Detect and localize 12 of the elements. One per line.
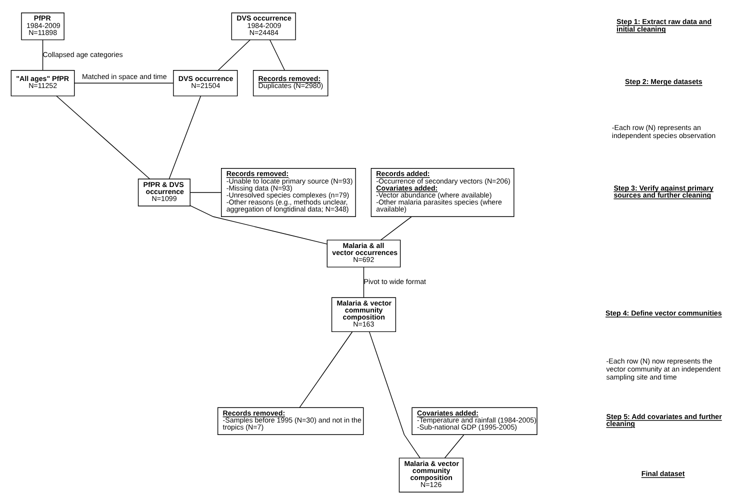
connector: [444, 434, 464, 458]
connector: [368, 330, 420, 458]
connector: [42, 39, 44, 70]
connector: [380, 216, 412, 240]
connector: [218, 39, 250, 70]
connector: [168, 95, 202, 179]
connector: [190, 204, 328, 244]
connector: [56, 95, 150, 179]
connector: [299, 330, 353, 408]
connector: [270, 39, 285, 70]
connector: [74, 82, 174, 83]
connector: [363, 266, 364, 298]
